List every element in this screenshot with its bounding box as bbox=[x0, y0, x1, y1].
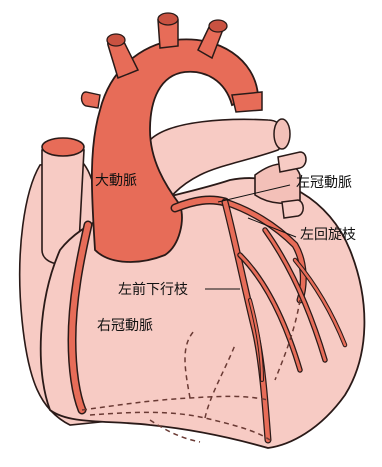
label-left-circumflex-branch: 左回旋枝 bbox=[300, 227, 356, 243]
label-left-anterior-descending-branch: 左前下行枝 bbox=[118, 281, 188, 298]
label-right-coronary-artery: 右冠動脈 bbox=[97, 318, 153, 334]
pulmonary-vein-upper bbox=[278, 152, 306, 172]
label-left-coronary-artery: 左冠動脈 bbox=[296, 175, 352, 191]
label-aorta: 大動脈 bbox=[95, 173, 137, 189]
pulmonary-vein-lower bbox=[282, 200, 303, 218]
